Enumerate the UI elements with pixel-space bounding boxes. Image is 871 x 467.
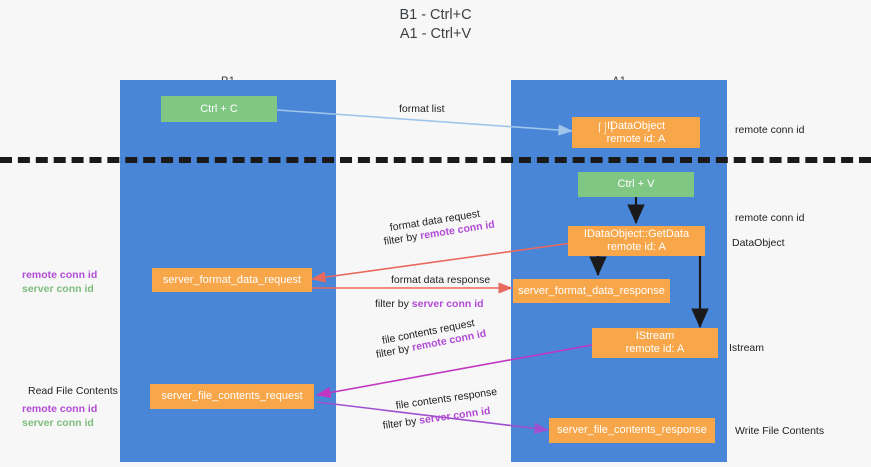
filter-by-text: filter by (375, 341, 414, 361)
edge-label-format-data-response: format data response (391, 274, 491, 286)
page-title: B1 - Ctrl+C A1 - Ctrl+V (399, 7, 472, 42)
side-label-remote-conn-id-left-format: remote conn id (22, 269, 98, 281)
filter-by-text: filter by (383, 230, 422, 248)
node-ctrl-v[interactable]: Ctrl + V (578, 172, 694, 197)
filter-by-text: filter by (375, 298, 412, 310)
side-label-remote-conn-id-getdata: remote conn id (735, 212, 805, 224)
text-cursor-artifact-icon: ⌈⌡⌉ (598, 122, 614, 134)
edge-label-format-data-response-filter: filter by server conn id (375, 298, 484, 311)
node-ctrl-c[interactable]: Ctrl + C (161, 96, 277, 122)
side-group-format-conn-ids: remote conn id server conn id (22, 268, 97, 296)
side-label-server-conn-id-left-file: server conn id (22, 417, 94, 429)
server-conn-id-text: server conn id (411, 298, 484, 310)
node-server-file-contents-response[interactable]: server_file_contents_response (549, 418, 715, 443)
node-idataobject-getdata[interactable]: IDataObject::GetData remote id: A (568, 226, 705, 256)
side-label-remote-conn-id-left-file: remote conn id (22, 403, 98, 415)
filter-by-text: filter by (382, 414, 421, 432)
side-label-write-file-contents: Write File Contents (735, 425, 825, 437)
node-server-format-data-request[interactable]: server_format_data_request (152, 268, 312, 292)
side-group-file-conn-ids: remote conn id server conn id (22, 402, 97, 430)
node-idataobject-top[interactable]: IDataObject remote id: A (572, 117, 700, 148)
side-label-dataobject: DataObject (732, 237, 785, 249)
node-istream[interactable]: IStream remote id: A (592, 328, 718, 358)
side-label-remote-conn-id-top: remote conn id (735, 124, 805, 136)
node-server-format-data-response[interactable]: server_format_data_response (513, 279, 670, 303)
edge-label-format-list: format list (399, 103, 445, 115)
side-label-server-conn-id-left-format: server conn id (22, 283, 94, 295)
side-label-read-file-contents: Read File Contents (28, 385, 118, 397)
section-divider (0, 157, 871, 163)
node-server-file-contents-request[interactable]: server_file_contents_request (150, 384, 314, 409)
side-label-istream: Istream (729, 342, 765, 354)
